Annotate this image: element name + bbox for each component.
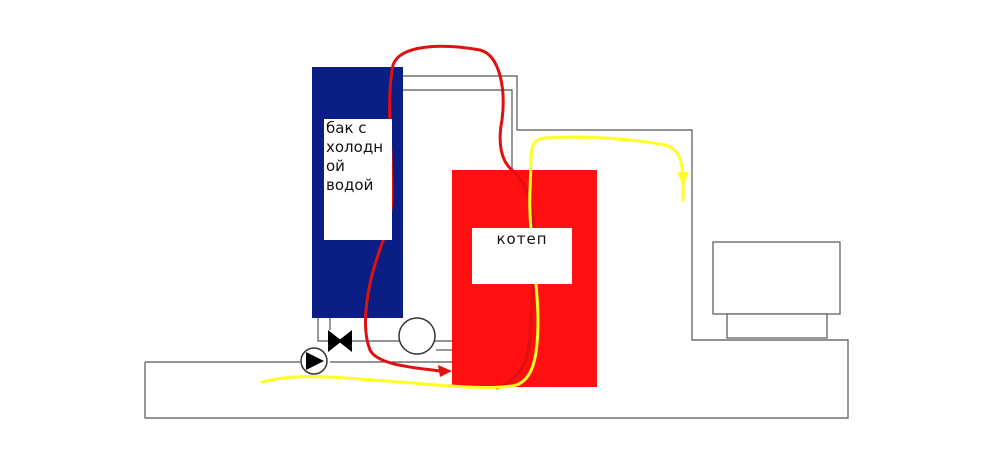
radiator-body: [712, 241, 841, 315]
circulation-pump-icon: [300, 347, 328, 375]
cold-flow-arrow: [677, 172, 689, 186]
boiler-label: котеп: [472, 228, 572, 284]
check-valve-icon: [328, 330, 352, 352]
tank-label: бак с холодн ой водой: [324, 119, 392, 240]
expansion-vessel-icon: [398, 317, 436, 355]
tank-boiler-pipe: [403, 89, 513, 170]
bottom-pipe-loop: [144, 75, 849, 419]
radiator: [712, 241, 841, 339]
hot-flow-arrow: [438, 365, 452, 377]
radiator-base: [726, 313, 828, 339]
